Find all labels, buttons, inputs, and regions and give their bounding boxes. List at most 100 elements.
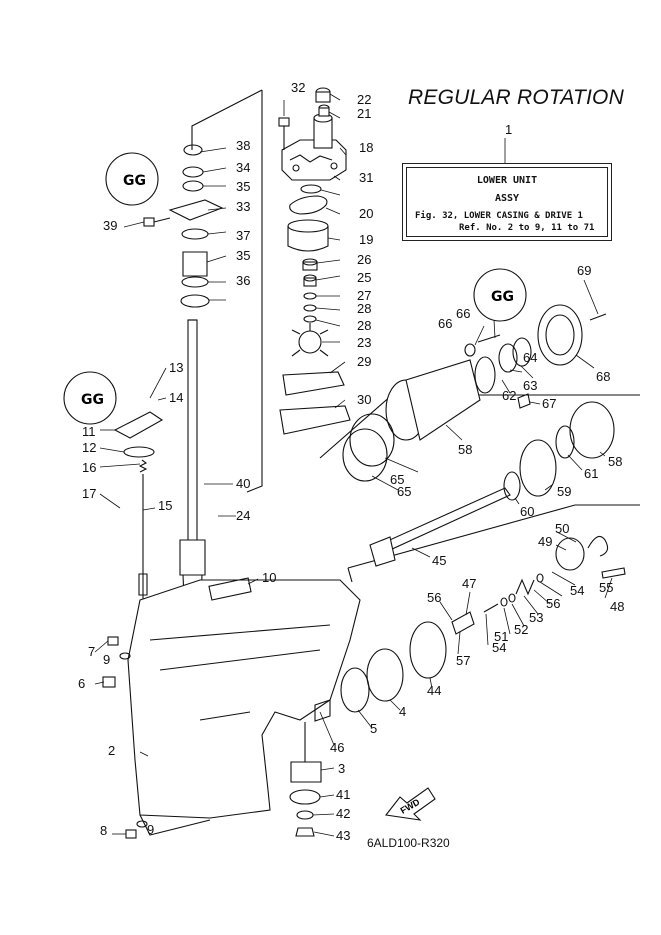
callout-28: 28: [357, 301, 371, 316]
drive-shaft: [179, 319, 206, 621]
lower-casing: [127, 579, 361, 819]
gasket-20: [289, 195, 328, 215]
ball-53: [500, 597, 508, 607]
oil-seal-housing: [168, 199, 224, 221]
washer-37: [181, 276, 209, 288]
clip-69: [517, 393, 531, 409]
water-pump-housing: [281, 113, 347, 181]
callout-23: 23: [357, 335, 371, 350]
callout-62: 62: [502, 388, 516, 403]
callout-56: 56: [546, 596, 560, 611]
bearing-3: [290, 761, 322, 783]
grease-symbol-text-2: GG: [491, 289, 514, 305]
callout-31: 31: [359, 170, 373, 185]
callout-51: 51: [494, 629, 508, 644]
callout-9: 9: [147, 822, 154, 837]
info-line-4: Ref. No. 2 to 9, 11 to 71: [459, 223, 595, 233]
grease-symbol-mid: [63, 371, 117, 425]
callout-9: 9: [103, 652, 110, 667]
callout-68: 68: [596, 369, 610, 384]
callout-61: 61: [584, 466, 598, 481]
callout-46: 46: [330, 740, 344, 755]
plunger-51: [555, 537, 585, 571]
callout-41: 41: [336, 787, 350, 802]
bolt-71: [589, 313, 607, 321]
grommet-part: [315, 87, 331, 117]
callout-69: 69: [577, 263, 591, 278]
callout-58: 58: [608, 454, 622, 469]
callout-1: 1: [505, 122, 512, 137]
info-line-2: ASSY: [494, 193, 520, 204]
pump-seal-parts: [302, 258, 318, 287]
casing-skeg: [139, 814, 211, 836]
anode-10: [208, 577, 252, 601]
callout-13: 13: [169, 360, 183, 375]
callout-48: 48: [610, 599, 624, 614]
callout-10: 10: [262, 570, 276, 585]
callout-66: 66: [456, 306, 470, 321]
group-frame-bottom: [347, 504, 640, 569]
o-ring-12: [123, 446, 155, 458]
shift-bracket: [113, 411, 164, 439]
callout-39: 39: [103, 218, 117, 233]
callout-58: 58: [458, 442, 472, 457]
clutch-49: [451, 611, 475, 635]
callout-8: 8: [100, 823, 107, 838]
assembly-info-box: LOWER UNIT ASSY Fig. 32, LOWER CASING & …: [402, 163, 612, 241]
callout-54: 54: [492, 640, 506, 655]
seal-65a: [498, 343, 518, 373]
grease-symbol-left: [105, 152, 159, 206]
pinion-43: [289, 789, 321, 805]
callout-33: 33: [236, 199, 250, 214]
washer-38: [180, 294, 210, 308]
callout-45: 45: [432, 553, 446, 568]
washer-9a: [119, 652, 131, 660]
spring-17: [138, 459, 148, 473]
grease-symbol-text-0: GG: [123, 173, 146, 189]
o-ring-5: [340, 667, 370, 713]
callout-49: 49: [538, 534, 552, 549]
callout-65: 65: [390, 472, 404, 487]
casing-detail: [149, 624, 331, 721]
fwd-arrow: [384, 787, 436, 821]
spring-52: [587, 535, 609, 557]
spring-54: [515, 578, 535, 596]
callout-14: 14: [169, 390, 183, 405]
info-line-1: LOWER UNIT: [476, 175, 538, 186]
callout-34: 34: [236, 160, 250, 175]
shift-rod-end: [138, 573, 148, 596]
callout-67: 67: [542, 396, 556, 411]
bushing-48: [314, 699, 331, 722]
pump-cartridge: [287, 219, 329, 252]
callout-56: 56: [427, 590, 441, 605]
callout-65: 65: [397, 484, 411, 499]
propeller-shaft: [369, 487, 511, 567]
bolt-41: [143, 217, 171, 227]
callout-6: 6: [78, 676, 85, 691]
bearing-60: [569, 401, 615, 459]
seal-35b: [182, 180, 204, 192]
callout-22: 22: [357, 92, 371, 107]
outer-plate: [282, 371, 345, 396]
washer-29: [303, 304, 317, 312]
o-ring-66a: [342, 428, 388, 482]
callout-24: 24: [236, 508, 250, 523]
washer-28b: [303, 315, 317, 323]
callout-labels: 1234567899101112131415161718192021222324…: [78, 80, 624, 843]
callout-53: 53: [529, 610, 543, 625]
leader-lines: [94, 93, 613, 837]
callout-42: 42: [336, 806, 350, 821]
assembly-info-box-inner: LOWER UNIT ASSY Fig. 32, LOWER CASING & …: [406, 167, 608, 237]
info-line-3: Fig. 32, LOWER CASING & DRIVE 1: [415, 211, 583, 221]
callout-27: 27: [357, 288, 371, 303]
callout-2: 2: [108, 743, 115, 758]
bushing-39: [181, 228, 209, 240]
callout-66: 66: [438, 316, 452, 331]
callout-7: 7: [88, 644, 95, 659]
callout-21: 21: [357, 106, 371, 121]
ball-54a: [508, 593, 516, 603]
callout-17: 17: [82, 486, 96, 501]
grease-symbol-right: [473, 268, 527, 322]
plug-7: [107, 636, 119, 646]
